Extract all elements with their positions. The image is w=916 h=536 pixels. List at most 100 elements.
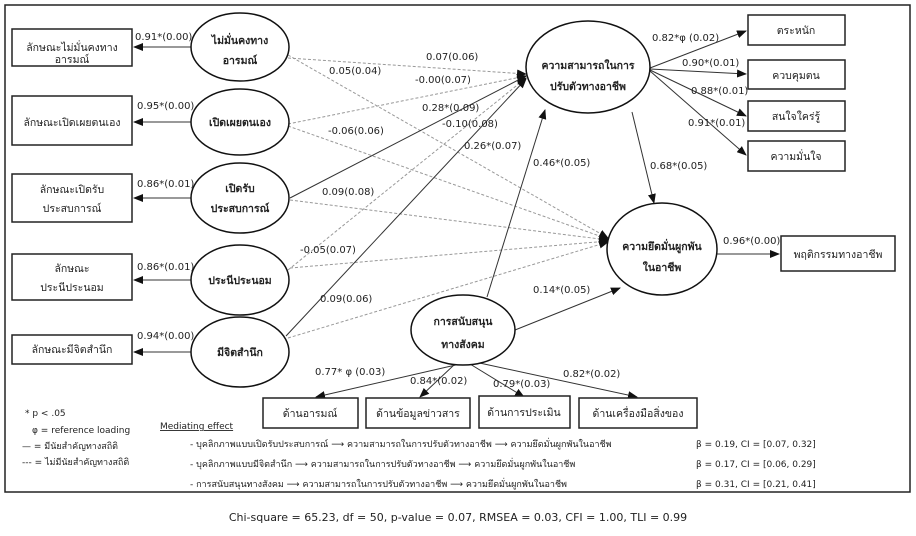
path-adapt-engage [631,111,656,204]
path-coefficient: 0.07(0.06) [426,52,478,63]
indicator-box-emotional [262,397,359,429]
path-coefficient: 0.05(0.04) [329,66,381,77]
indicator-label: ด้านการประเมิน [487,407,560,419]
loading-label: 0.95*(0.00) [137,101,194,112]
indicator-box-neuroticism [11,28,133,67]
path-coefficient: -0.00(0.07) [415,75,471,86]
latent-label: อารมณ์ [223,54,258,67]
path-e5-adapt [285,78,527,337]
indicator-label: ประนีประนอม [40,281,103,294]
loading-label: 0.90*(0.01) [682,58,739,69]
path-coefficient: -0.06(0.06) [328,126,384,137]
path-coefficient: 0.28*(0.09) [422,103,479,114]
latent-label: ในอาชีพ [643,260,682,274]
loading-label: 0.91*(0.01) [688,118,745,129]
latent-career-engagement [606,202,718,296]
loading-label: 0.96*(0.00) [723,236,780,247]
path-coefficient: 0.09(0.08) [322,187,374,198]
path-e1-adapt [287,57,527,78]
latent-label: ความสามารถในการ [541,58,634,72]
nonsignificant-paths [287,54,609,339]
indicator-label: ด้านข้อมูลข่าวสาร [376,408,460,420]
indicator-label: อารมณ์ [55,53,90,66]
indicator-box-control [747,59,846,90]
latent-label: ประสบการณ์ [211,202,270,215]
mediating-stat: β = 0.31, CI = [0.21, 0.41] [696,480,816,490]
indicator-label: ลักษณะเปิดรับ [40,184,104,196]
loading-label: 0.91*(0.00) [135,32,192,43]
loading-label: 0.84*(0.02) [410,376,467,387]
loading-label: 0.79*(0.03) [493,379,550,390]
path-coefficient: -0.10(0.08) [442,119,498,130]
mediating-path: - การสนับสนุนทางสังคม ⟶ ความสามารถในการป… [190,477,567,490]
indicator-label: ด้านอารมณ์ [283,407,338,420]
indicator-box-information [365,397,471,429]
indicator-label: ตระหนัก [777,25,816,37]
mediating-title: Mediating effect [160,422,234,432]
legend-significant-line: — = มีนัยสำคัญทางสถิติ [22,441,118,452]
indicator-box-appraisal [478,395,571,429]
indicator-box-instrumental [578,397,698,429]
legend-nonsignificant-line: --- = ไม่มีนัยสำคัญทางสถิติ [22,457,129,468]
loading-label: 0.86*(0.01) [137,179,194,190]
path-coefficient: -0.05(0.07) [300,245,356,256]
indicator-box-career-behavior [780,235,896,272]
latent-career-adaptability [525,20,651,114]
indicator-box-curiosity [747,100,846,132]
latent-neuroticism [190,12,290,82]
latent-label: เปิดเผยตนเอง [209,117,271,129]
path-e2-engage [287,125,609,240]
path-coefficient: 0.68*(0.05) [650,161,707,172]
indicator-label: ลักษณะเปิดเผยตนเอง [23,117,120,129]
path-e1-engage [287,54,609,239]
latent-label: ไม่มั่นคงทาง [211,32,268,47]
loading-label: 0.88*(0.01) [691,86,748,97]
loading-label: 0.82*(0.02) [563,369,620,380]
path-e2-adapt [287,73,527,125]
latent-conscientiousness [190,316,290,388]
indicator-label: ลักษณะมีจิตสำนึก [32,343,113,356]
latent-label: เปิดรับ [225,183,255,195]
path-e4-engage [289,237,609,269]
loading-label: 0.86*(0.01) [137,262,194,273]
path-e3-engage [289,199,609,243]
latent-label: ประนีประนอม [208,274,272,287]
indicator-label: สนใจใคร่รู้ [772,110,821,123]
mediating-path: - บุคลิกภาพแบบเปิดรับประสบการณ์ ⟶ ความสา… [190,437,612,450]
latent-label: มีจิตสำนึก [217,346,263,359]
indicator-box-concern [747,14,846,46]
path-support-engage [514,287,621,331]
indicator-box-openness [11,173,133,223]
latent-extraversion [190,88,290,156]
indicator-label: ด้านเครื่องมือสิ่งของ [593,406,684,420]
model-fit-statistics: Chi-square = 65.23, df = 50, p-value = 0… [229,511,687,524]
path-coefficient: 0.46*(0.05) [533,158,590,169]
indicator-box-conscientiousness [11,334,133,365]
indicator-box-confidence [747,140,846,172]
mediating-path: - บุคลิกภาพแบบมีจิตสำนึก ⟶ ความสามารถในก… [190,457,575,470]
latent-label: ปรับตัวทางอาชีพ [550,80,626,93]
path-e4-adapt [287,77,527,271]
latent-agreeableness [190,244,290,316]
indicator-box-extraversion [11,95,133,146]
loading-label: 0.82*φ (0.02) [652,33,719,44]
path-coefficient: 0.14*(0.05) [533,285,590,296]
legend-significance: * p < .05 [25,409,66,419]
loading-label: 0.94*(0.00) [137,331,194,342]
path-support-adapt [486,109,547,298]
path-coefficient: 0.26*(0.07) [464,141,521,152]
indicator-label: ความมั่นใจ [770,149,821,163]
latent-label: การสนับสนุน [434,316,494,329]
indicator-label: ควบคุมตน [772,70,820,82]
path-e5-engage [287,240,609,339]
mediating-stat: β = 0.17, CI = [0.06, 0.29] [696,460,816,470]
latent-social-support [410,294,516,366]
diagram-frame [4,4,911,493]
latent-label: ความยึดมั่นผูกพัน [622,238,702,254]
significant-paths [133,30,780,400]
latent-label: ทางสังคม [441,339,485,351]
path-coefficient: 0.09(0.06) [320,294,372,305]
path-e3-adapt [289,75,527,199]
